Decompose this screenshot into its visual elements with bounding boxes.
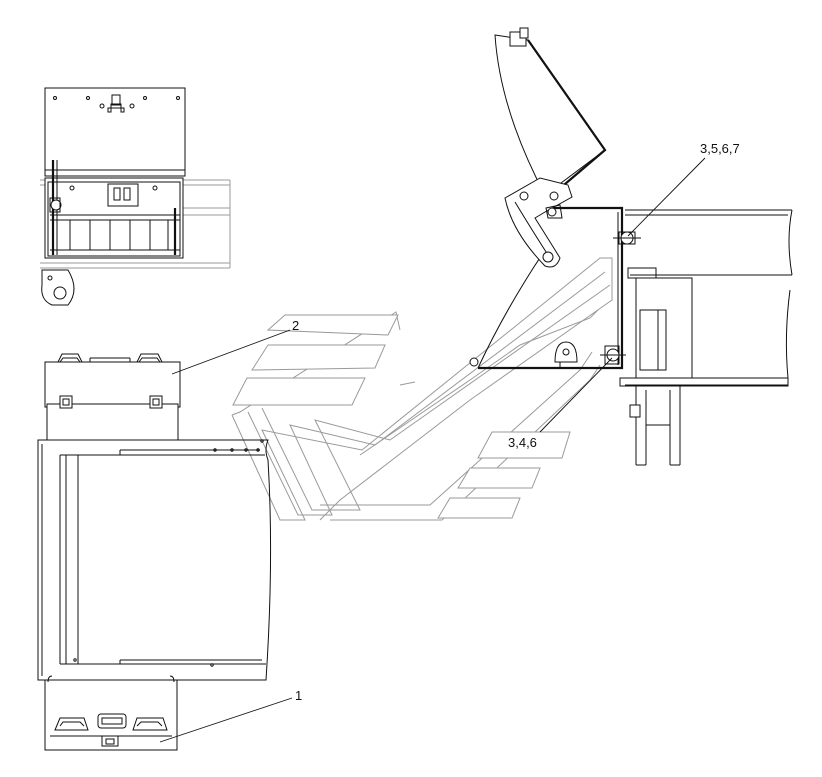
bolt-lower [600,345,626,365]
toolbox-closed-bottom [44,675,178,751]
callout-1: 1 [295,688,302,703]
cab-panel-3 [232,377,366,406]
detail-view-toolbox [40,87,231,306]
cab-panel-6 [437,497,521,519]
callout-3-4-6: 3,4,6 [508,435,537,450]
frame-plan-view [37,439,272,681]
cab-panel-1 [266,314,399,336]
hinge-link [504,177,573,268]
cab-panel-5 [457,467,541,489]
lid-open-profile [494,34,606,196]
background-cab-outline [231,257,613,521]
side-view-lid-mechanism [469,27,793,466]
callout-2: 2 [292,318,299,333]
callout-3-5-6-7: 3,5,6,7 [700,141,740,156]
leader-lines [159,157,706,743]
toolbox-lid-open [44,87,186,177]
cab-panel-2 [251,344,386,371]
toolbox-closed-top [44,353,181,441]
cab-panel-4 [477,431,571,459]
bolt-upper [613,231,641,245]
